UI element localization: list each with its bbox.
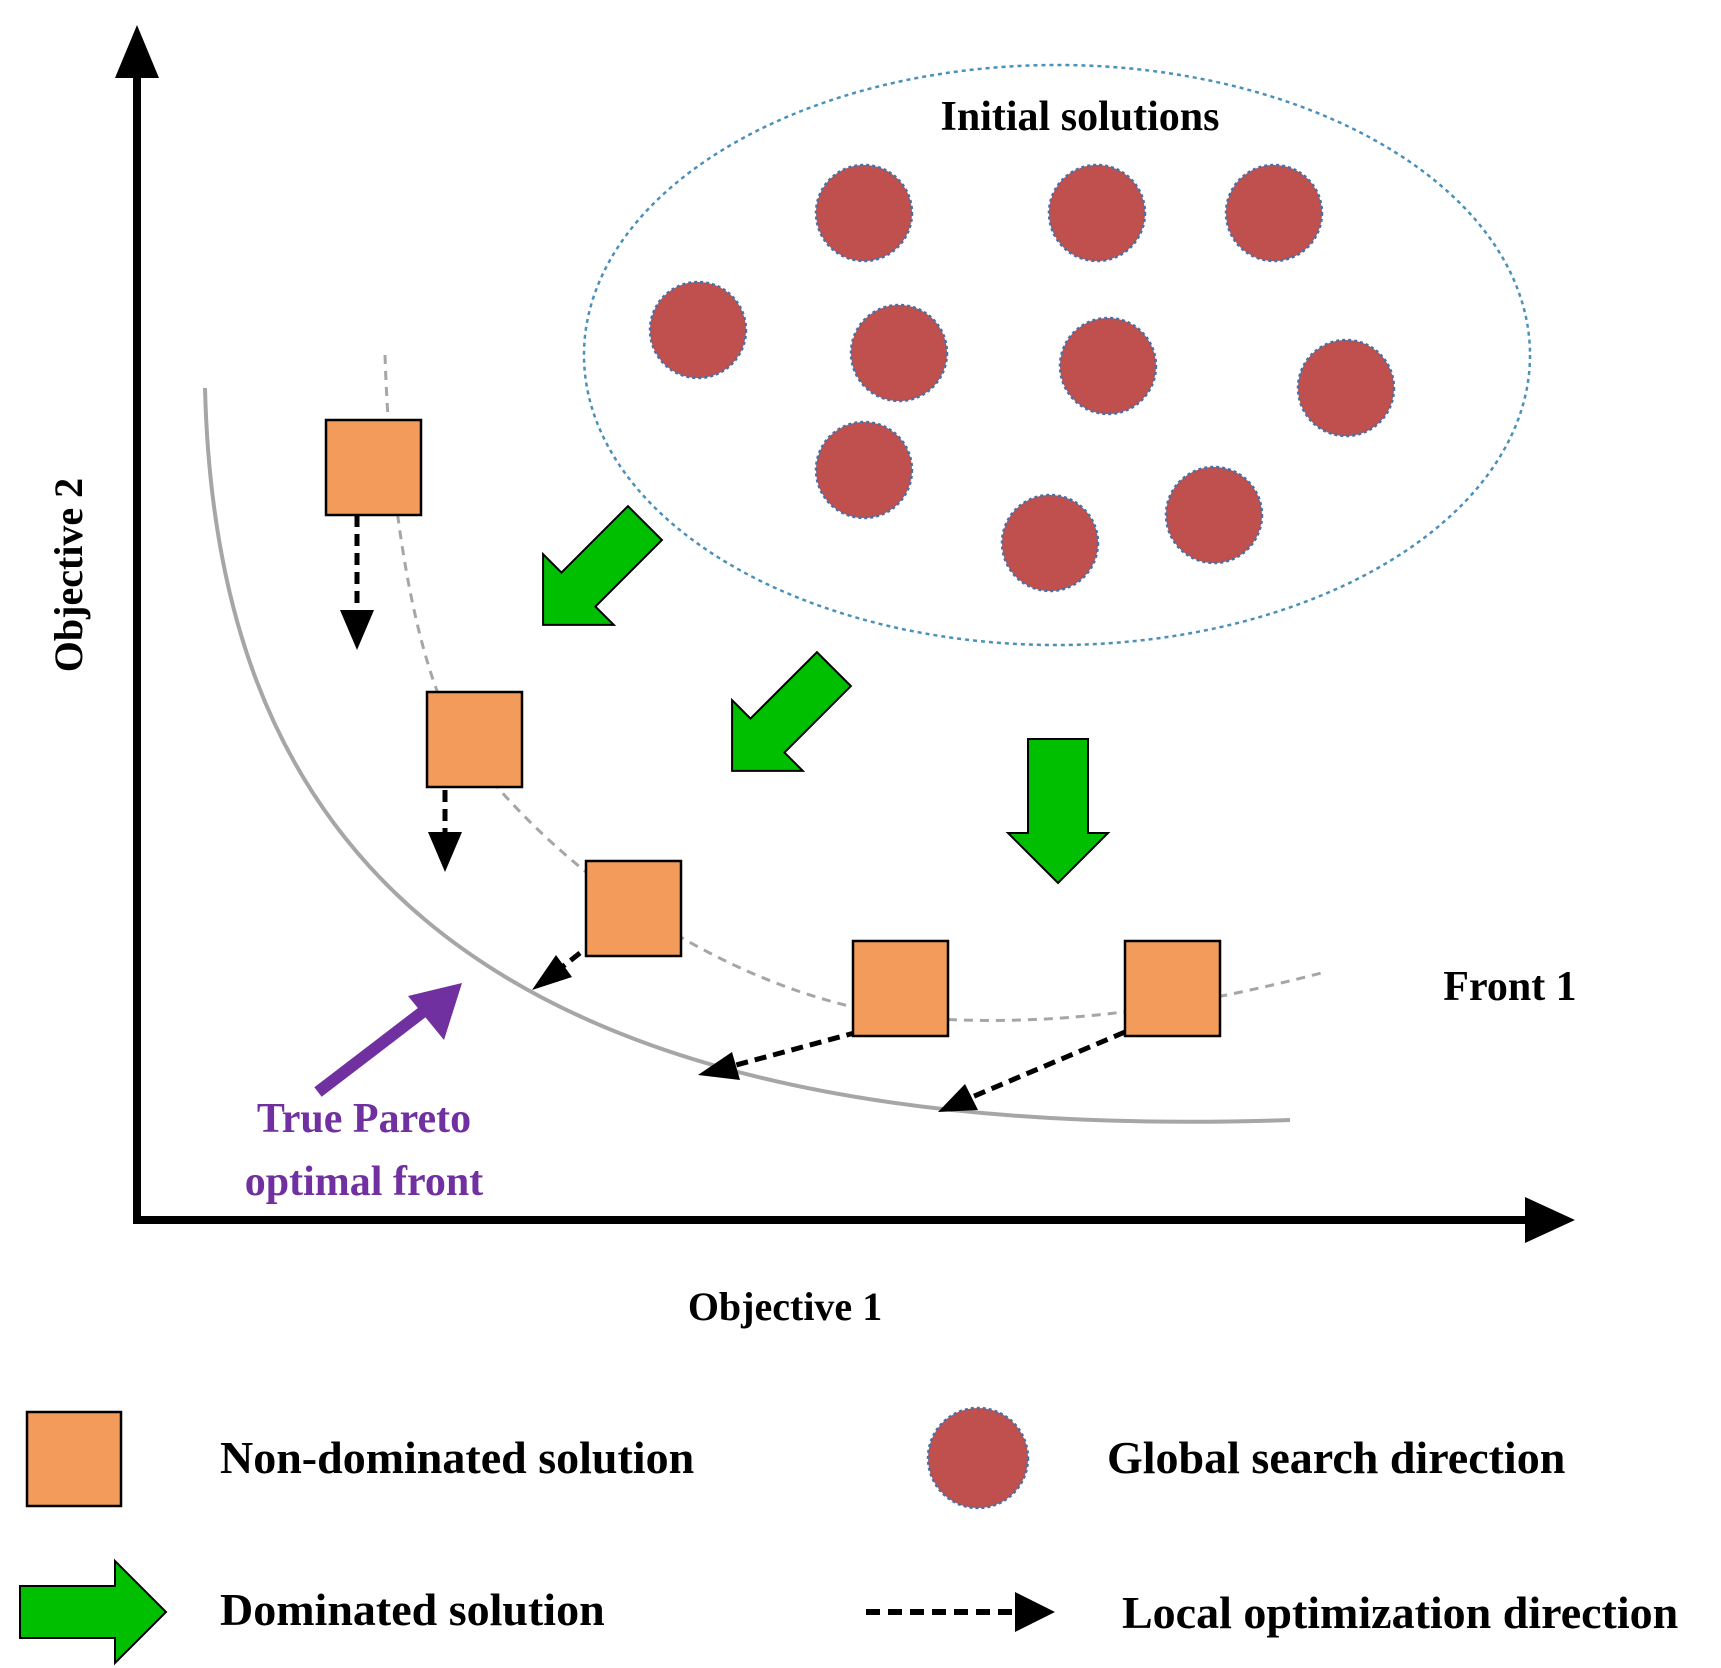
front-1-solutions xyxy=(324,418,1222,1038)
initial-solution-circles xyxy=(648,163,1396,593)
x-axis-label: Objective 1 xyxy=(688,1284,882,1329)
initial-solution-circle xyxy=(849,303,949,403)
initial-solution-circle xyxy=(648,280,748,380)
local-optimization-arrows xyxy=(340,515,1126,1112)
green-arrow-icon xyxy=(731,650,853,772)
dashed-arrow-icon xyxy=(964,1029,1126,1103)
legend-non-dominated-label: Non-dominated solution xyxy=(220,1432,694,1483)
dashed-arrowhead xyxy=(532,955,572,990)
dashed-arrowhead xyxy=(938,1084,978,1112)
dashed-arrowhead xyxy=(340,610,374,650)
global-search-arrows xyxy=(542,504,1111,885)
true-pareto-label-line1: True Pareto xyxy=(257,1096,471,1142)
true-pareto-label-line2: optimal front xyxy=(245,1159,483,1205)
legend-dominated-label: Dominated solution xyxy=(220,1584,605,1635)
green-arrow-icon xyxy=(1005,738,1111,885)
true-pareto-front-curve xyxy=(203,387,1291,1124)
dashed-arrow-icon xyxy=(724,1029,859,1071)
y-axis-label: Objective 2 xyxy=(46,478,91,672)
initial-solutions-region: Initial solutions xyxy=(582,63,1532,647)
non-dominated-square xyxy=(324,418,423,517)
initial-solutions-label: Initial solutions xyxy=(941,94,1220,140)
legend-local-optimization-label: Local optimization direction xyxy=(1122,1587,1678,1638)
initial-solution-circle xyxy=(1164,465,1264,565)
dashed-arrowhead xyxy=(698,1052,740,1080)
initial-solution-circle xyxy=(1224,163,1324,263)
front-1-label: Front 1 xyxy=(1443,964,1576,1010)
orange-square-icon xyxy=(25,1410,123,1508)
non-dominated-square xyxy=(425,690,524,789)
green-arrow-icon xyxy=(19,1558,168,1666)
red-circle-icon xyxy=(926,1406,1030,1510)
dashed-arrow-icon xyxy=(866,1592,1055,1632)
dashed-arrowhead xyxy=(428,832,462,872)
initial-solution-circle xyxy=(814,163,914,263)
axes: Objective 2 Objective 1 xyxy=(46,25,1575,1329)
purple-arrow-icon xyxy=(314,983,462,1097)
green-arrow-icon xyxy=(542,504,664,626)
initial-solution-circle xyxy=(1047,163,1147,263)
y-axis-arrowhead xyxy=(115,25,159,78)
legend-global-search-label: Global search direction xyxy=(1107,1432,1565,1483)
initial-solution-circle xyxy=(1000,493,1100,593)
non-dominated-square xyxy=(1123,939,1222,1038)
legend: Non-dominated solution Global search dir… xyxy=(19,1406,1678,1666)
non-dominated-square xyxy=(584,859,683,958)
initial-solutions-ellipse xyxy=(582,63,1532,647)
non-dominated-square xyxy=(851,939,950,1038)
x-axis-arrowhead xyxy=(1525,1197,1575,1243)
initial-solution-circle xyxy=(1296,338,1396,438)
initial-solution-circle xyxy=(1058,316,1158,416)
initial-solution-circle xyxy=(814,420,914,520)
